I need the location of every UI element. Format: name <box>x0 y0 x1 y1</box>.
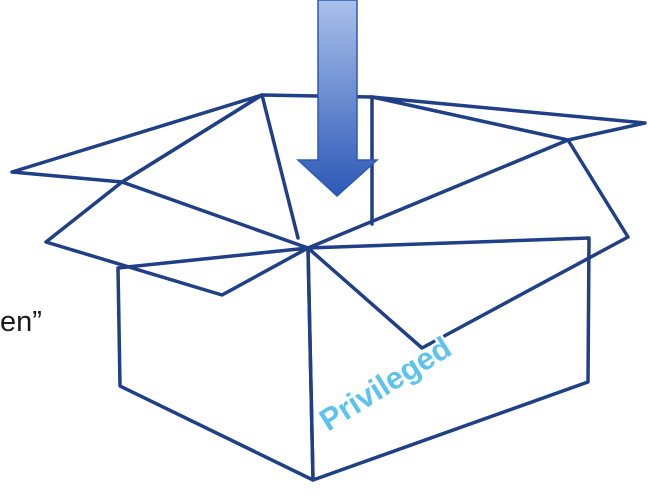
box-body <box>118 238 589 480</box>
box-label: Privileged <box>313 330 457 438</box>
side-text: en” <box>0 306 42 339</box>
